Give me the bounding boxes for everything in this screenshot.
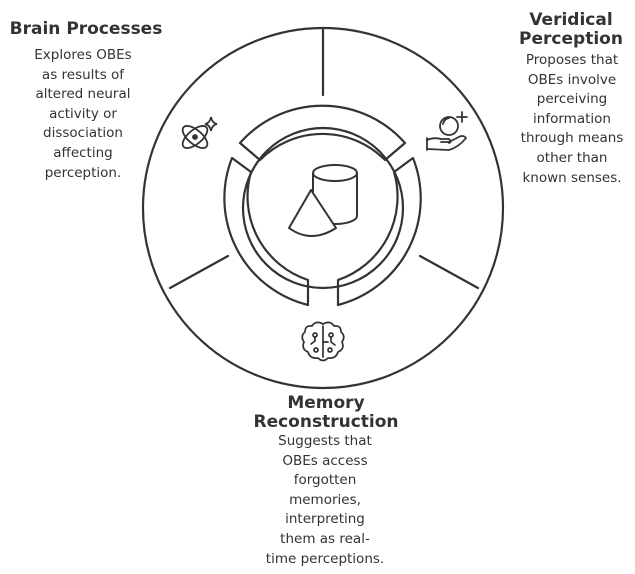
outer-divider-right <box>418 254 480 290</box>
memory-reconstruction-title: Memory Reconstruction <box>253 393 399 432</box>
shapes-cone-cylinder-icon <box>288 164 358 237</box>
middle-ring-segment-top <box>238 104 407 162</box>
brain-processes-description: Explores OBEs as results of altered neur… <box>34 47 132 181</box>
brain-processes-title: Brain Processes <box>9 19 163 39</box>
veridical-perception-title: Veridical Perception <box>519 10 623 49</box>
inner-circle <box>241 126 405 290</box>
hand-holding-orb-icon <box>426 111 468 151</box>
middle-ring-segment-right <box>336 156 422 307</box>
veridical-perception-description: Proposes that OBEs involve perceiving in… <box>520 52 624 186</box>
outer-divider-left <box>168 254 230 290</box>
memory-reconstruction-description: Suggests that OBEs access forgotten memo… <box>265 433 385 567</box>
middle-ring-segment-left <box>223 156 310 307</box>
atom-sparkle-icon <box>181 116 218 149</box>
brain-circuit-icon <box>301 321 345 362</box>
